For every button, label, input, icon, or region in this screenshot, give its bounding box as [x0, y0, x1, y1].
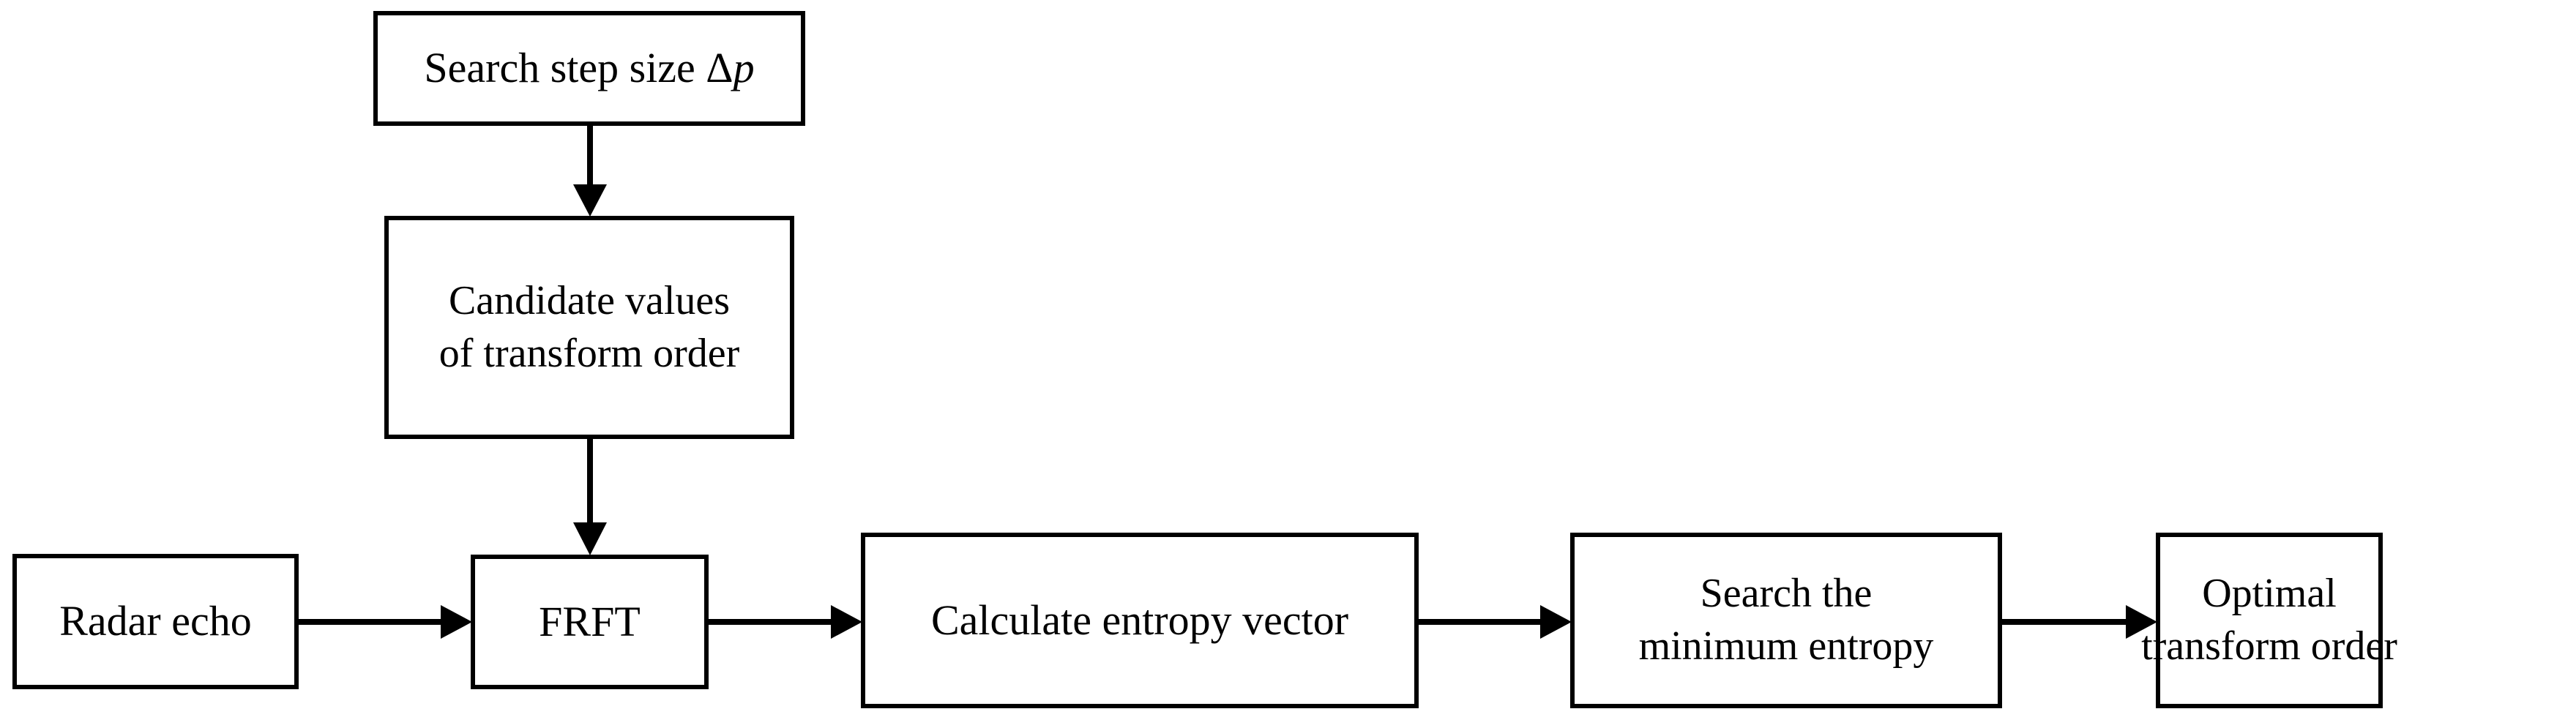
node-frft: FRFT	[471, 555, 709, 689]
arrow-search-to-optimal	[2002, 604, 2158, 640]
node-label-line: FRFT	[539, 597, 641, 645]
arrow-radar-to-frft	[299, 604, 473, 640]
arrow-frft-to-entropy	[709, 604, 863, 640]
node-candidate-values: Candidate values of transform order	[384, 216, 794, 439]
node-label-line: Search step size Δp	[424, 41, 754, 95]
node-label-line-2: transform order	[2141, 623, 2397, 669]
node-label-line-1: Search the	[1700, 571, 1873, 617]
arrow-candidate-to-frft	[572, 439, 608, 556]
arrow-step-to-candidate	[572, 126, 608, 217]
node-search-minimum-entropy: Search the minimum entropy	[1570, 533, 2002, 708]
delta-symbol: Δ	[706, 44, 733, 92]
p-variable: p	[733, 44, 755, 92]
node-label-line: Radar echo	[59, 597, 252, 645]
node-calculate-entropy-vector: Calculate entropy vector	[861, 533, 1419, 708]
node-search-step-size: Search step size Δp	[373, 11, 805, 126]
node-radar-echo: Radar echo	[12, 554, 299, 689]
node-optimal-transform-order: Optimal transform order	[2141, 533, 2397, 708]
node-label-line-1: Candidate values	[448, 277, 731, 323]
node-text: Search step size	[424, 44, 706, 92]
arrow-entropy-to-search	[1419, 604, 1572, 640]
node-label-line: Calculate entropy vector	[930, 596, 1349, 644]
node-label-line-2: minimum entropy	[1638, 623, 1934, 669]
node-label-line-1: Optimal	[2202, 571, 2337, 617]
node-label-line-2: of transform order	[438, 330, 740, 376]
